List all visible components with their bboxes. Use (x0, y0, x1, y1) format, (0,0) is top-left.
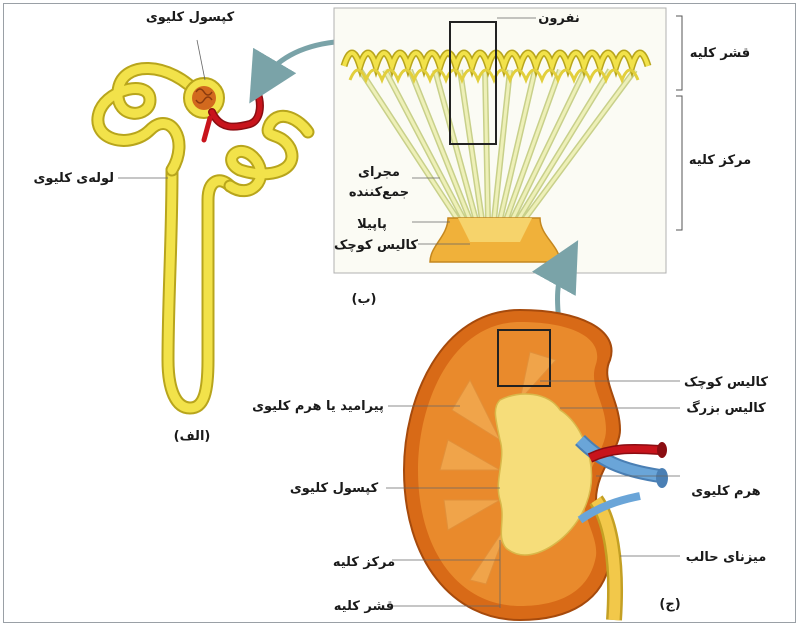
label-b-minor-calyx: کالیس کوچک (334, 238, 418, 253)
label-b-nephron: نفرون (538, 11, 580, 26)
label-c-pyramid: پیرامید یا هرم کلیوی (252, 399, 384, 414)
label-c-major-calyx: کالیس بزرگ (686, 399, 766, 416)
label-b-papilla: پاپیلا (357, 217, 387, 232)
papilla-shape (458, 218, 532, 242)
panel-a-tag: (الف) (174, 429, 211, 444)
kidney-illustration (404, 310, 668, 620)
label-b-collecting-2: جمع‌کننده (349, 185, 409, 200)
panel-b-tag: (ب) (352, 292, 377, 307)
label-a-tubule: لوله‌ی کلیوی (34, 171, 114, 186)
label-c-hilum: هرم کلیوی (691, 484, 760, 499)
arrow-b-to-a (262, 42, 335, 82)
label-c-medulla: مرکز کلیه (333, 555, 395, 570)
label-c-capsule: کپسول کلیوی (290, 481, 379, 496)
label-b-collecting-1: مجرای (358, 165, 400, 180)
label-a-capsule: کپسول کلیوی (146, 10, 235, 25)
panel-c-tag: (ج) (659, 597, 680, 612)
nephron-illustration (98, 68, 308, 408)
label-b-medulla: مرکز کلیه (689, 153, 751, 168)
label-b-cortex: قشر کلیه (690, 46, 750, 61)
label-c-minor-calyx: کالیس کوچک (684, 375, 768, 390)
label-c-ureter: میزنای حالب (686, 550, 767, 565)
label-c-cortex: قشر کلیه (334, 599, 394, 614)
